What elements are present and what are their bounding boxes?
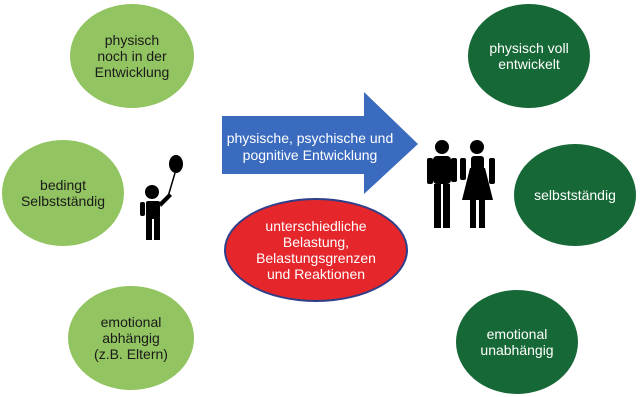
ellipse-physically-developed: physisch voll entwickelt bbox=[468, 4, 590, 108]
couple-icon bbox=[427, 140, 495, 228]
ellipse-conditionally-independent-label: bedingt Selbstständig bbox=[20, 177, 106, 209]
ellipse-emotionally-independent: emotional unabhängig bbox=[456, 290, 578, 394]
ellipse-load-differences: unterschiedliche Belastung, Belastungsgr… bbox=[224, 198, 408, 302]
child-with-balloon-icon bbox=[140, 155, 183, 240]
ellipse-physically-developed-label: physisch voll entwickelt bbox=[489, 40, 569, 72]
development-arrow bbox=[222, 92, 418, 194]
ellipse-independent-label: selbstständig bbox=[534, 187, 616, 203]
ellipse-physically-developing: physisch noch in der Entwicklung bbox=[70, 4, 194, 108]
ellipse-emotionally-dependent-label: emotional abhängig (z.B. Eltern) bbox=[94, 314, 168, 362]
ellipse-conditionally-independent: bedingt Selbstständig bbox=[2, 140, 124, 246]
ellipse-independent: selbstständig bbox=[514, 144, 636, 246]
ellipse-emotionally-dependent: emotional abhängig (z.B. Eltern) bbox=[68, 286, 194, 390]
ellipse-physically-developing-label: physisch noch in der Entwicklung bbox=[94, 32, 170, 80]
development-arrow-label: physische, psychische und pognitive Entw… bbox=[226, 130, 394, 163]
ellipse-emotionally-independent-label: emotional unabhängig bbox=[480, 326, 554, 358]
ellipse-load-differences-label: unterschiedliche Belastung, Belastungsgr… bbox=[256, 218, 376, 282]
